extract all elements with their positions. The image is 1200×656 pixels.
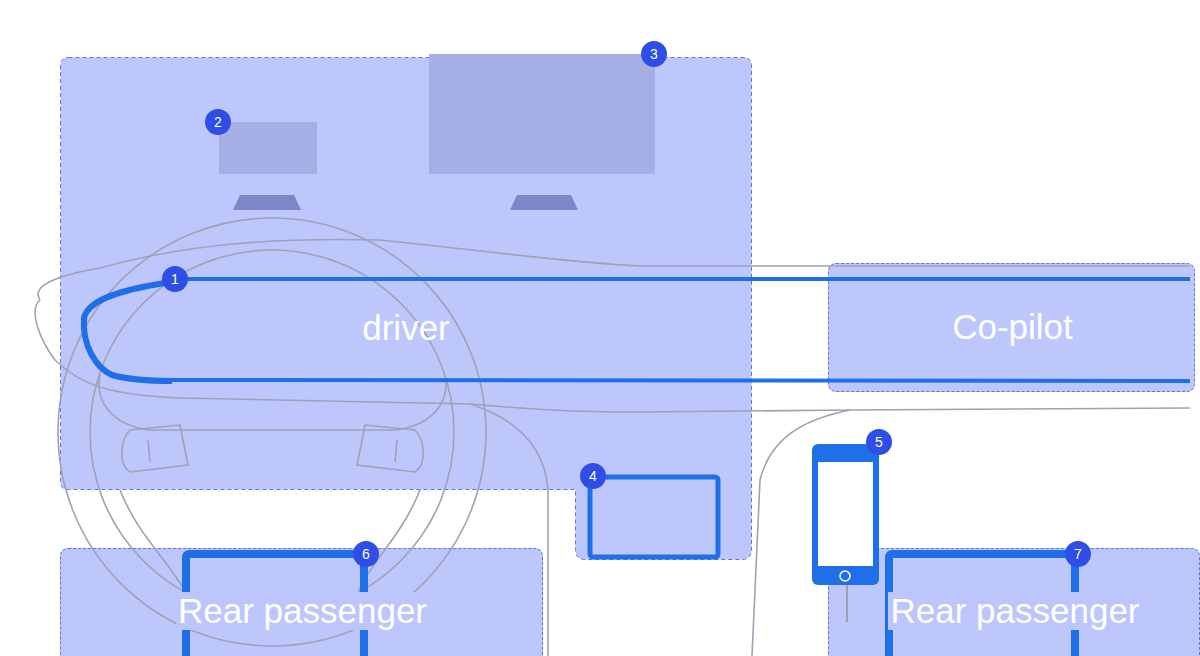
cluster-base: [233, 195, 301, 210]
callout-number: 7: [1065, 541, 1091, 567]
rear-left-zone: Rear passenger: [60, 548, 543, 656]
phone-home-button: [840, 571, 850, 581]
dash-bottom-line: [35, 300, 1190, 412]
callout-number: 6: [353, 541, 379, 567]
wheel-spoke-left: [120, 490, 190, 600]
steering-wheel-outer: [58, 218, 486, 646]
zone-text-wrap: Co-pilot: [829, 264, 1196, 391]
rear-right-zone: Rear passenger: [828, 548, 1200, 656]
callout-number: 5: [866, 429, 892, 455]
console-screen: [590, 477, 718, 557]
bar-bottom: [170, 380, 1190, 381]
center-base: [510, 195, 578, 210]
callout-number: 2: [205, 109, 231, 135]
dashboard-outline: [35, 218, 1190, 656]
zone-label: Rear passenger: [176, 592, 429, 631]
zone-text-wrap: Rear passenger: [61, 549, 544, 656]
callout-number: 3: [641, 41, 667, 67]
dashboard-display: [84, 279, 1190, 381]
console-left: [470, 404, 548, 656]
steering-wheel-inner: [90, 250, 454, 614]
zone-label: Rear passenger: [888, 592, 1141, 631]
right-button-divider: [395, 440, 397, 462]
zone-text-wrap: driver: [60, 278, 752, 378]
copilot-zone: Co-pilot: [828, 263, 1195, 392]
zone-label: driver: [360, 309, 452, 348]
screens: [219, 54, 655, 210]
callout-number: 4: [580, 463, 606, 489]
phone-cable: [846, 585, 848, 622]
phone: [812, 444, 879, 622]
bar-left-curve: [84, 283, 172, 381]
phone-screen: [818, 462, 873, 566]
cluster-screen: [219, 122, 317, 174]
left-button-divider: [148, 440, 150, 462]
rear-screen-right: [889, 554, 1075, 656]
bar-top: [178, 277, 1190, 281]
zone-label: Co-pilot: [950, 308, 1075, 347]
dash-top-line: [38, 239, 1190, 300]
center-screen: [429, 54, 655, 174]
rear-screen-left: [186, 554, 364, 656]
phone-body: [812, 444, 879, 585]
left-button-pad: [122, 425, 188, 472]
callout-number: 1: [162, 266, 188, 292]
passenger-screens: [186, 477, 1075, 656]
right-button-pad: [357, 425, 423, 472]
zone-text-wrap: Rear passenger: [829, 549, 1200, 656]
